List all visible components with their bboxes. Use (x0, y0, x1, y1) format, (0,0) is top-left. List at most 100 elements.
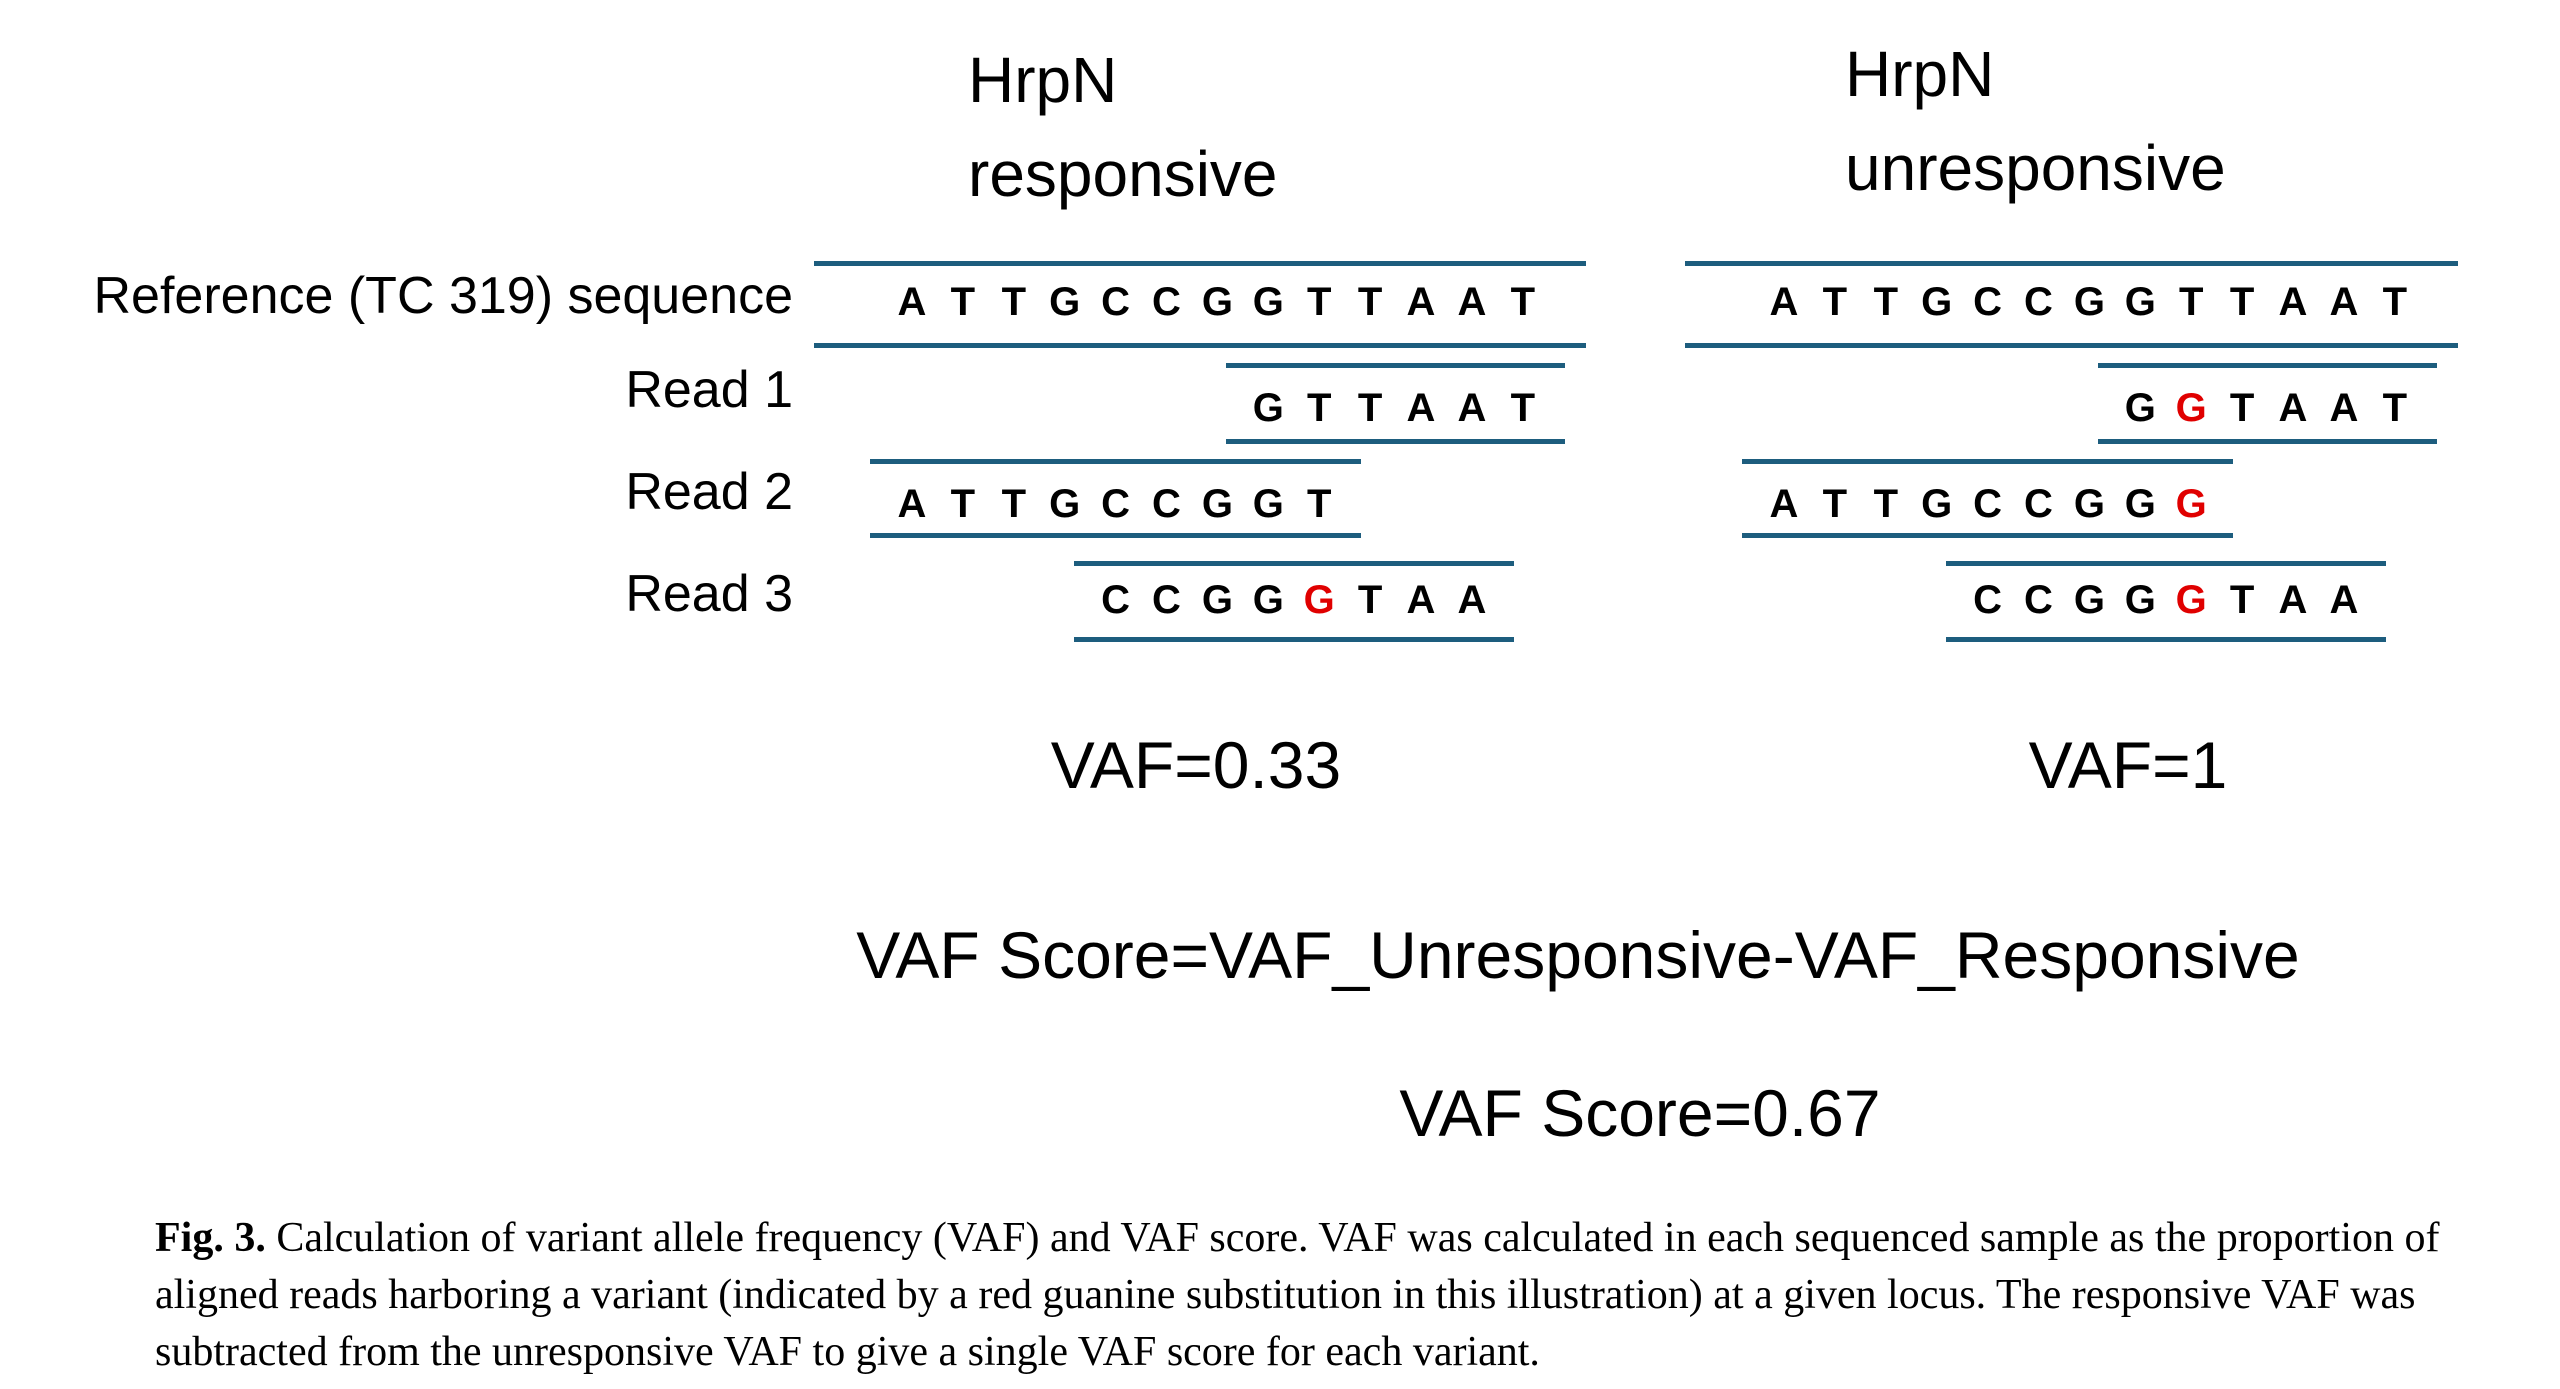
figure-caption: Fig. 3. Calculation of variant allele fr… (155, 1210, 2535, 1381)
unresponsive-reference-top-line (1685, 261, 2458, 266)
unresponsive-read1-variant-base: G (2175, 386, 2207, 430)
unresponsive-reference-base: A (2278, 280, 2308, 324)
unresponsive-read2-base: C (1973, 482, 2003, 526)
read2-row-label: Read 2 (625, 463, 793, 521)
unresponsive-read2-base: T (1822, 482, 1848, 526)
responsive-read1-base: A (1457, 386, 1487, 430)
responsive-read1-base: A (1406, 386, 1436, 430)
unresponsive-read1-top-line (2098, 363, 2437, 368)
unresponsive-read3-top-line (1945, 561, 2386, 566)
unresponsive-read1-base: G (2124, 386, 2156, 430)
unresponsive-reference-base: G (1921, 280, 1953, 324)
panel-title-responsive-line2: responsive (968, 138, 1278, 210)
responsive-read2-base: G (1049, 482, 1081, 526)
unresponsive-read2-variant-base: G (2175, 482, 2207, 526)
vaf-score-formula: VAF Score=VAF_Unresponsive-VAF_Responsiv… (856, 918, 2300, 992)
responsive-read3-bottom-line (1073, 637, 1514, 642)
responsive-read3-base: G (1201, 578, 1233, 622)
responsive-read1-base: T (1357, 386, 1383, 430)
caption-text: Calculation of variant allele frequency … (155, 1215, 2440, 1375)
unresponsive-read3-base: C (2024, 578, 2053, 622)
unresponsive-read1-base: A (2329, 386, 2359, 430)
panel-title-unresponsive-line2: unresponsive (1845, 132, 2226, 204)
unresponsive-read3-base: A (2278, 578, 2308, 622)
unresponsive-read3-bottom-line (1945, 637, 2386, 642)
unresponsive-reference-base: A (1769, 280, 1799, 324)
responsive-reference-base: T (1357, 280, 1383, 324)
unresponsive-read3-base: T (2229, 578, 2255, 622)
responsive-read1-base: T (1306, 386, 1332, 430)
unresponsive-reference-base: T (2178, 280, 2204, 324)
responsive-reference-base: T (1306, 280, 1332, 324)
unresponsive-reference-base: T (1873, 280, 1899, 324)
responsive-reference-base: C (1101, 280, 1131, 324)
responsive-reference-base: T (1001, 280, 1027, 324)
unresponsive-reference-base: C (2024, 280, 2053, 324)
vaf-score-value: VAF Score=0.67 (1399, 1076, 1881, 1150)
unresponsive-read3-base: A (2329, 578, 2359, 622)
unresponsive-reference-base: G (2124, 280, 2156, 324)
unresponsive-reference-base: T (1822, 280, 1848, 324)
responsive-read1-base: T (1510, 386, 1536, 430)
vaf-responsive: VAF=0.33 (1050, 728, 1342, 802)
unresponsive-read3-base: G (2073, 578, 2105, 622)
responsive-read2-base: T (1306, 482, 1332, 526)
responsive-read2-base: T (1001, 482, 1027, 526)
responsive-read2-base: C (1152, 482, 1181, 526)
responsive-reference-base: A (1457, 280, 1487, 324)
responsive-read1-bottom-line (1226, 439, 1565, 444)
responsive-read1-base: G (1252, 386, 1284, 430)
responsive-read3-base: A (1457, 578, 1487, 622)
unresponsive-reference-base: T (2229, 280, 2255, 324)
read1-row-label: Read 1 (625, 361, 793, 419)
unresponsive-read1-base: T (2229, 386, 2255, 430)
unresponsive-read1-base: A (2278, 386, 2308, 430)
unresponsive-read3-base: G (2124, 578, 2156, 622)
responsive-read2-base: C (1101, 482, 1131, 526)
unresponsive-reference-base: T (2382, 280, 2408, 324)
responsive-read3-variant-base: G (1303, 578, 1335, 622)
unresponsive-read2-base: C (2024, 482, 2053, 526)
responsive-read3-base: C (1152, 578, 1181, 622)
responsive-reference-base: G (1049, 280, 1081, 324)
unresponsive-reference-base: A (2329, 280, 2359, 324)
responsive-read2-base: A (897, 482, 927, 526)
responsive-read3-base: G (1252, 578, 1284, 622)
responsive-read1-top-line (1226, 363, 1565, 368)
reference-row-label: Reference (TC 319) sequence (93, 267, 794, 325)
responsive-read3-base: A (1406, 578, 1436, 622)
unresponsive-read2-base: G (2073, 482, 2105, 526)
unresponsive-read2-base: A (1769, 482, 1799, 526)
responsive-reference-top-line (814, 261, 1586, 266)
unresponsive-read2-base: G (2124, 482, 2156, 526)
responsive-reference-base: A (1406, 280, 1436, 324)
responsive-read3-base: C (1101, 578, 1131, 622)
unresponsive-read3-variant-base: G (2175, 578, 2207, 622)
unresponsive-read1-base: T (2382, 386, 2408, 430)
unresponsive-reference-base: G (2073, 280, 2105, 324)
unresponsive-read3-base: C (1973, 578, 2003, 622)
responsive-reference-base: A (897, 280, 927, 324)
responsive-reference-base: T (950, 280, 976, 324)
unresponsive-read2-bottom-line (1742, 533, 2234, 538)
responsive-reference-base: G (1201, 280, 1233, 324)
responsive-read3-top-line (1073, 561, 1514, 566)
unresponsive-read1-bottom-line (2098, 439, 2437, 444)
panel-title-responsive-line1: HrpN (968, 44, 1118, 116)
unresponsive-reference-base: C (1973, 280, 2003, 324)
responsive-reference-bottom-line (814, 343, 1586, 348)
figure-label: Fig. 3. (155, 1215, 266, 1261)
responsive-reference-base: T (1510, 280, 1536, 324)
responsive-read2-base: G (1201, 482, 1233, 526)
panel-title-unresponsive-line1: HrpN (1845, 38, 1995, 110)
responsive-read2-base: T (950, 482, 976, 526)
responsive-read3-base: T (1357, 578, 1383, 622)
responsive-read2-bottom-line (870, 533, 1362, 538)
unresponsive-read2-top-line (1742, 459, 2234, 464)
responsive-reference-base: C (1152, 280, 1181, 324)
vaf-unresponsive: VAF=1 (2028, 728, 2228, 802)
unresponsive-reference-bottom-line (1685, 343, 2458, 348)
responsive-read2-top-line (870, 459, 1362, 464)
responsive-reference-base: G (1252, 280, 1284, 324)
responsive-read2-base: G (1252, 482, 1284, 526)
